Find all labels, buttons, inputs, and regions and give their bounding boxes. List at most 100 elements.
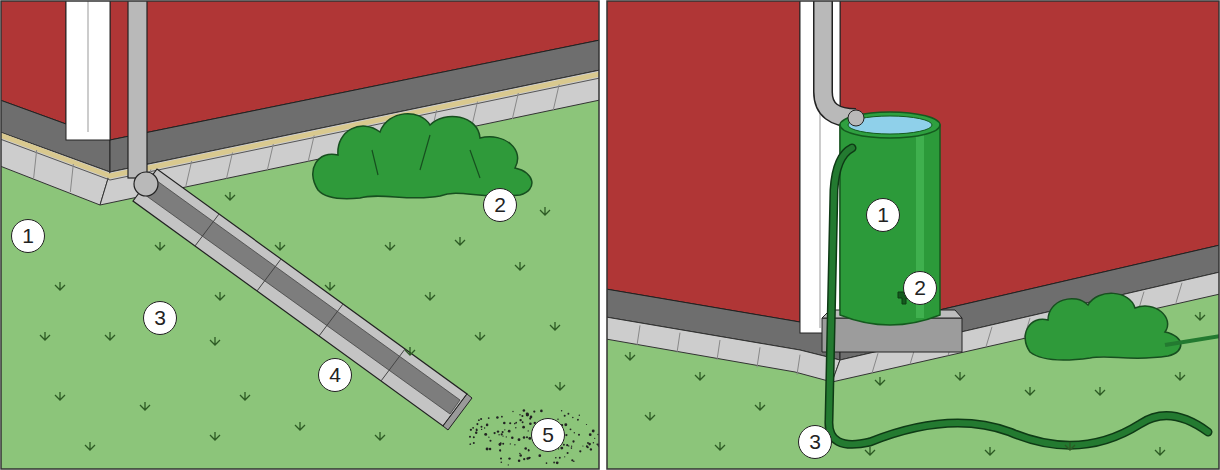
downspout-outline [823,1,856,118]
gravel-stone [564,456,565,457]
callout-number: 2 [483,188,517,222]
gravel-stone [469,436,471,438]
grass-mark [155,242,165,250]
gravel-stone [480,418,482,420]
gravel-stone [512,411,513,412]
gravel-stone [506,436,507,437]
gravel-stone [586,424,587,425]
gravel-stone [572,440,574,442]
grass-mark [425,292,435,300]
gravel-stone [519,453,521,455]
downspout-elbow [134,172,158,196]
gravel-stone [476,423,478,425]
panel-frame [607,1,1219,469]
gravel-stone [473,442,475,444]
gravel-stone [560,447,563,450]
gravel-stone [526,436,528,438]
gravel-stone [588,443,591,446]
gravel-stone [489,440,491,442]
splash-segment [319,304,343,336]
grass-mark [1155,447,1165,455]
paving-joint [1176,283,1182,303]
gravel-stone [567,413,569,415]
gravel-stone [502,431,504,433]
grass-mark [55,392,65,400]
shrub [1025,293,1181,360]
gravel-stone [499,443,502,446]
gravel-bed [469,409,599,465]
gravel-stone [503,422,506,425]
grass-marks [40,192,565,450]
paving-joint [186,161,192,187]
gravel-stone [484,427,485,428]
gravel-stone [499,450,501,452]
gravel-stone [481,426,483,428]
gravel-stone [529,457,530,458]
gravel-stone [570,428,572,430]
gravel-stone [511,437,514,440]
grass-mark [1025,387,1035,395]
gravel-stone [555,457,557,459]
gravel-stone [501,433,503,435]
splash-segment [195,214,219,246]
grass-mark [955,372,965,380]
callout-number: 2 [903,271,937,305]
shrub-detail [372,135,480,178]
paving-joint [717,340,720,360]
gravel-stone [510,443,511,444]
gravel-stone [497,430,499,432]
grass-marks [625,312,1205,455]
grass-mark [1195,312,1205,320]
gravel-stone [592,430,595,433]
gravel-stone [574,432,575,433]
paving-joint [757,347,760,367]
hose-end [1165,336,1219,345]
paving-joint [677,333,680,353]
gravel-stone [486,424,489,427]
grass-mark [1175,372,1185,380]
gravel-stone [522,426,525,429]
gravel-stone [478,419,480,421]
gravel-stone [566,444,568,446]
house-wall [607,1,800,322]
left-panel [1,1,599,469]
gravel-stone [587,446,589,448]
gravel-stone [533,410,535,412]
grass-mark [755,402,765,410]
gravel-stone [499,449,501,451]
gravel-stone [476,429,478,431]
paving-joint [986,327,992,347]
paving-joint [308,136,314,162]
grass-mark [865,447,875,455]
gravel-stone [571,447,573,449]
splash-block [133,169,467,426]
grass-mark [875,377,885,385]
grass-mark [475,332,485,340]
gravel-stone [553,462,555,464]
grass-mark [625,352,635,360]
grass-mark [555,382,565,390]
gravel-stone [519,454,522,457]
gravel-stone [526,413,529,416]
grass-mark [240,392,250,400]
gravel-stone [500,458,502,460]
splash-segment [257,259,281,291]
gravel-stone [526,457,529,460]
downspout-outlet [848,110,864,126]
panel-frame [1,1,599,469]
gravel-stone [500,461,502,463]
grass-mark [105,332,115,340]
gravel-stone [529,423,532,426]
gravel-stone [577,419,578,420]
gravel-stone [509,422,511,424]
gravel-stone [475,431,477,433]
callout-number: 3 [798,425,832,459]
gravel-stone [489,448,491,450]
gravel-stone [514,423,516,425]
gravel-stone [596,443,598,445]
gravel-stone [522,421,524,423]
grass-mark [550,322,560,330]
gravel-stone [528,430,529,431]
downspout [128,1,147,178]
